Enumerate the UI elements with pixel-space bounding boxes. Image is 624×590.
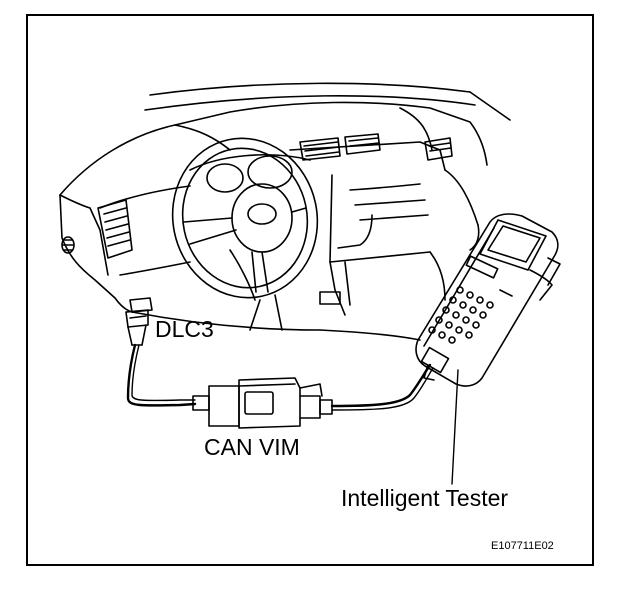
can-vim-box [192,377,333,429]
intelligent-tester [415,213,561,387]
dlc3-connector [125,297,153,346]
steering-wheel [171,137,319,331]
center-console [319,174,373,306]
center-air-vents [299,133,381,161]
can-vim-label: CAN VIM [204,434,300,460]
tester-leader-line [451,369,459,485]
cable-dlc3-to-vim [126,343,197,407]
right-air-vent [424,137,453,161]
left-air-vent [97,199,133,259]
cable-vim-to-tester [330,363,432,408]
intelligent-tester-label: Intelligent Tester [341,485,509,511]
door-speaker [61,236,75,254]
figure-code: E107711E02 [491,540,554,552]
dlc3-label: DLC3 [155,316,214,342]
dashboard-body [59,101,488,341]
windshield-lines [144,82,511,121]
instrument-cluster [189,154,311,193]
tester-keypad [428,286,494,344]
